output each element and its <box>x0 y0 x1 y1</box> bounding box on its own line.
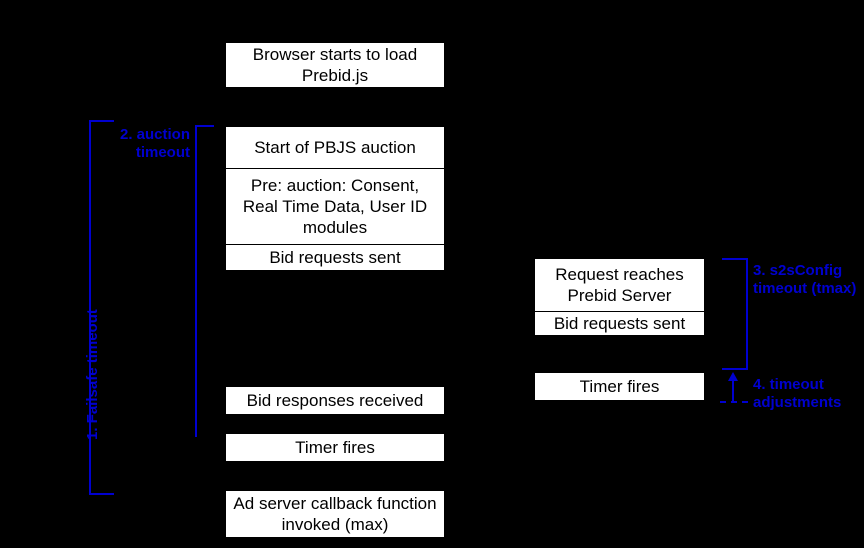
s2sconfig-bracket-top-tick <box>722 258 748 260</box>
box-ad-server-callback: Ad server callback function invoked (max… <box>225 490 445 538</box>
box-bid-requests-sent-server: Bid requests sent <box>535 311 704 335</box>
annotation-auction-timeout: 2. auction timeout <box>119 126 190 162</box>
box-bid-responses-received: Bid responses received <box>225 386 445 415</box>
server-box-group: Request reaches Prebid Server Bid reques… <box>534 258 705 336</box>
timeout-adjustments-baseline <box>720 401 748 403</box>
auction-box-group: Start of PBJS auction Pre: auction: Cons… <box>225 126 445 271</box>
box-bid-requests-sent-client: Bid requests sent <box>226 244 444 270</box>
annotation-timeout-adjustments: 4. timeout adjustments <box>753 376 842 412</box>
box-request-reaches-prebid-server: Request reaches Prebid Server <box>535 259 704 311</box>
s2sconfig-bracket-bottom-tick <box>722 368 748 370</box>
box-browser-load: Browser starts to load Prebid.js <box>225 42 445 88</box>
failsafe-bracket-top-tick <box>89 120 114 122</box>
annotation-s2sconfig-timeout: 3. s2sConfig timeout (tmax) <box>753 262 857 298</box>
s2sconfig-bracket-vertical <box>746 258 748 370</box>
box-timer-fires-server: Timer fires <box>534 372 705 401</box>
auction-timeout-bracket-top-tick <box>195 125 214 127</box>
box-timer-fires-client: Timer fires <box>225 433 445 462</box>
box-pre-auction-modules: Pre: auction: Consent, Real Time Data, U… <box>226 168 444 244</box>
timeout-adjustments-arrow-head <box>728 372 738 381</box>
box-start-of-pbjs-auction: Start of PBJS auction <box>226 127 444 168</box>
failsafe-bracket-bottom-tick <box>89 493 114 495</box>
failsafe-bracket-vertical <box>89 120 91 495</box>
auction-timeout-bracket-vertical <box>195 125 197 437</box>
timeout-adjustments-arrow-shaft <box>732 380 734 401</box>
